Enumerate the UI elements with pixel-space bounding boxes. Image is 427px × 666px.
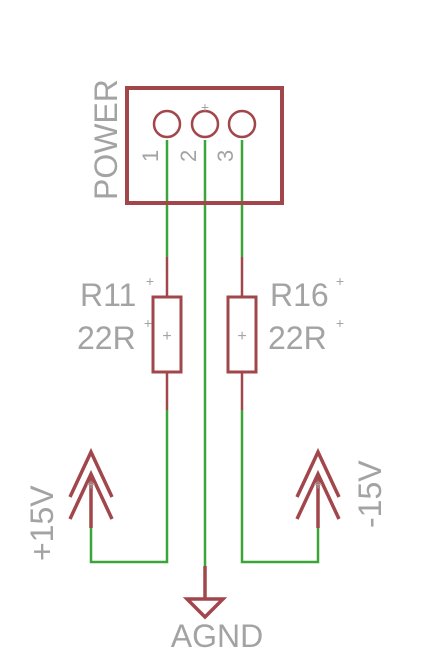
pin-label-2: 2 <box>176 150 201 162</box>
r16-value-origin-mark: + <box>336 315 344 331</box>
r11-ref-label: R11 <box>80 277 136 313</box>
agnd-symbol <box>182 597 228 620</box>
connector-origin-mark: + <box>201 99 209 115</box>
pos15v-arrow-outer <box>68 447 114 498</box>
r11-ref-origin-mark: + <box>146 273 154 289</box>
r11-value-origin-mark: + <box>144 315 152 331</box>
r16-ref-origin-mark: + <box>336 273 344 289</box>
ground-agnd: AGND <box>171 566 263 654</box>
neg15v-origin-mark: + <box>313 477 322 494</box>
nets <box>89 140 320 566</box>
resistor-r11: + R11 + 22R + <box>77 257 183 410</box>
pin-label-1: 1 <box>138 150 163 162</box>
r16-value-label: 22R <box>268 320 327 356</box>
pos15v-label: +15V <box>24 485 60 561</box>
r11-origin-mark: + <box>162 328 171 345</box>
neg15v-arrow-outer <box>295 447 341 498</box>
connector-pin-2 <box>190 109 220 139</box>
connector-body <box>125 86 284 205</box>
neg15v-label: -15V <box>352 460 388 528</box>
agnd-label: AGND <box>171 618 263 654</box>
connector-pin-1 <box>152 109 182 139</box>
r16-origin-mark: + <box>237 328 246 345</box>
connector-pin-3 <box>227 109 257 139</box>
power-connector: + 1 2 3 POWER <box>88 79 284 205</box>
supply-negative-15v: + -15V <box>295 447 388 528</box>
pos15v-origin-mark: + <box>86 477 95 494</box>
supply-positive-15v: + +15V <box>24 447 114 561</box>
wire-r11-to-pos15v <box>89 410 169 564</box>
wire-r16-to-neg15v <box>240 410 320 564</box>
r16-ref-label: R16 <box>270 277 329 313</box>
connector-name-label: POWER <box>88 79 124 200</box>
resistor-r16: + R16 + 22R + <box>226 257 344 410</box>
r11-value-label: 22R <box>77 320 136 356</box>
pin-label-3: 3 <box>213 150 238 162</box>
